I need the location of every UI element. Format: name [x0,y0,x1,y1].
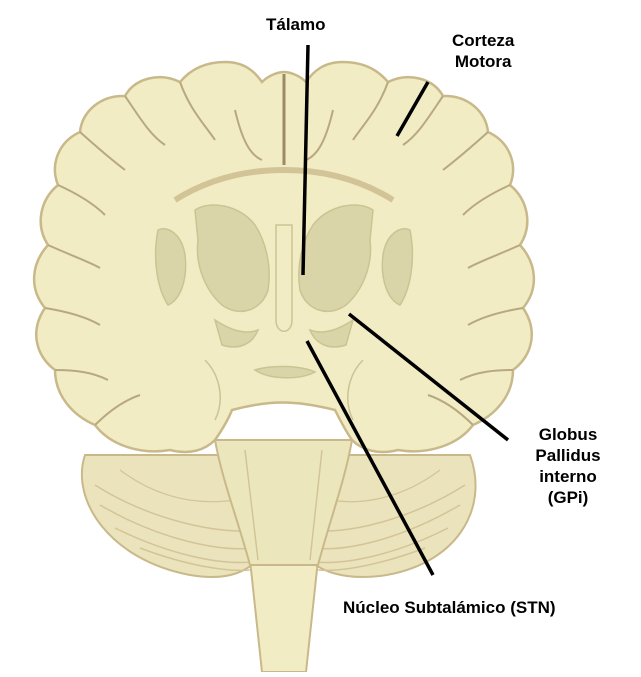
label-gpi-line-2: Pallidus [518,445,618,466]
label-gpi-line-3: interno [518,466,618,487]
label-motor-cortex-line-1: Corteza [452,30,514,51]
label-thalamus: Tálamo [266,14,326,35]
label-gpi-line-4: (GPi) [518,487,618,508]
label-gpi-line-1: Globus [518,424,618,445]
label-globus-pallidus-interno: Globus Pallidus interno (GPi) [518,424,618,508]
label-motor-cortex: Corteza Motora [452,30,514,72]
spinal-cord [250,560,318,672]
label-nucleo-subtalamico: Núcleo Subtalámico (STN) [343,597,556,618]
label-motor-cortex-line-2: Motora [452,51,514,72]
